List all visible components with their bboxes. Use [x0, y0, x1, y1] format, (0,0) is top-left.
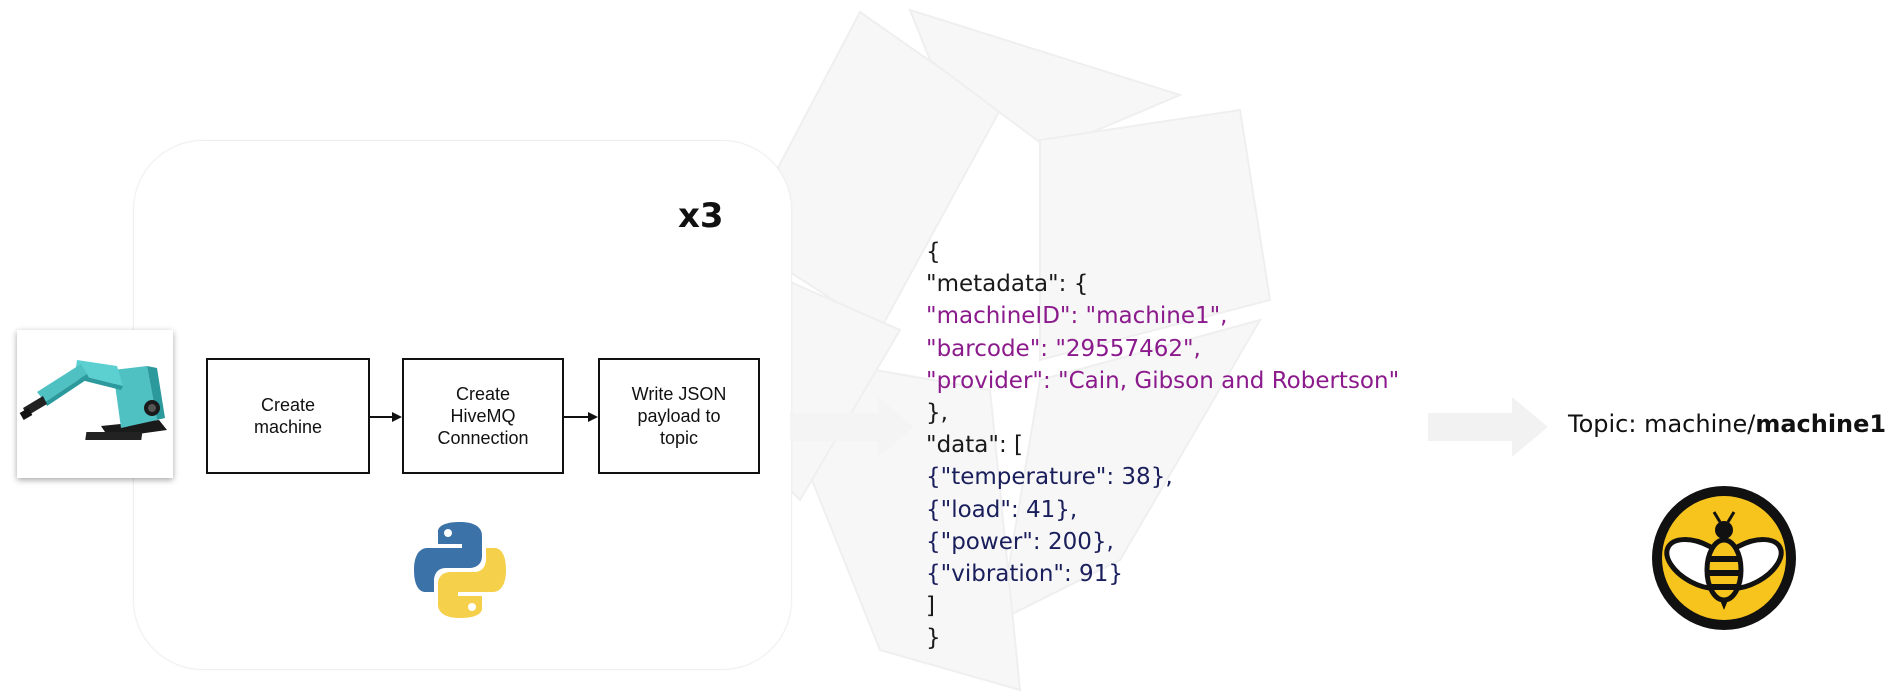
payload-line: } [926, 625, 941, 652]
step-create-connection: Create HiveMQ Connection [402, 358, 564, 474]
step-label: Create HiveMQ Connection [437, 384, 529, 448]
payload-line: "provider": "Cain, Gibson and Robertson" [926, 367, 1400, 394]
arrow-icon [564, 412, 598, 422]
payload-line: { [926, 239, 941, 265]
arrow-icon [370, 412, 402, 422]
python-logo-icon [414, 522, 506, 618]
flow-arrow-icon [1428, 397, 1548, 457]
topic-name: machine1 [1755, 410, 1886, 438]
payload-line: "barcode": "29557462", [926, 335, 1201, 362]
step-label: Write JSON payload to topic [631, 384, 727, 448]
step-label: Create machine [253, 395, 323, 437]
payload-line: "machineID": "machine1", [926, 303, 1228, 330]
payload-line: {"load": 41}, [926, 496, 1078, 523]
payload-line: ] [926, 593, 935, 620]
payload-line: {"temperature": 38}, [926, 464, 1173, 491]
step-write-payload: Write JSON payload to topic [598, 358, 760, 474]
payload-line: {"power": 200}, [926, 528, 1114, 555]
flow-arrow-icon [790, 397, 914, 457]
payload-line: "data": [ [926, 432, 1023, 459]
json-payload: { "metadata": { "machineID": "machine1", "b… [926, 236, 1399, 655]
step-create-machine: Create machine [206, 358, 370, 474]
multiplier-label: x3 [678, 196, 724, 236]
bee-logo-icon [1652, 486, 1796, 630]
topic-prefix: Topic: machine/ [1568, 410, 1756, 438]
topic-label: Topic: machine/machine1 [1568, 410, 1886, 438]
payload-line: "metadata": { [926, 271, 1089, 298]
robot-arm-icon [19, 360, 167, 440]
payload-line: {"vibration": 91} [926, 561, 1123, 588]
payload-line: }, [926, 400, 948, 427]
robot-card [17, 330, 173, 478]
